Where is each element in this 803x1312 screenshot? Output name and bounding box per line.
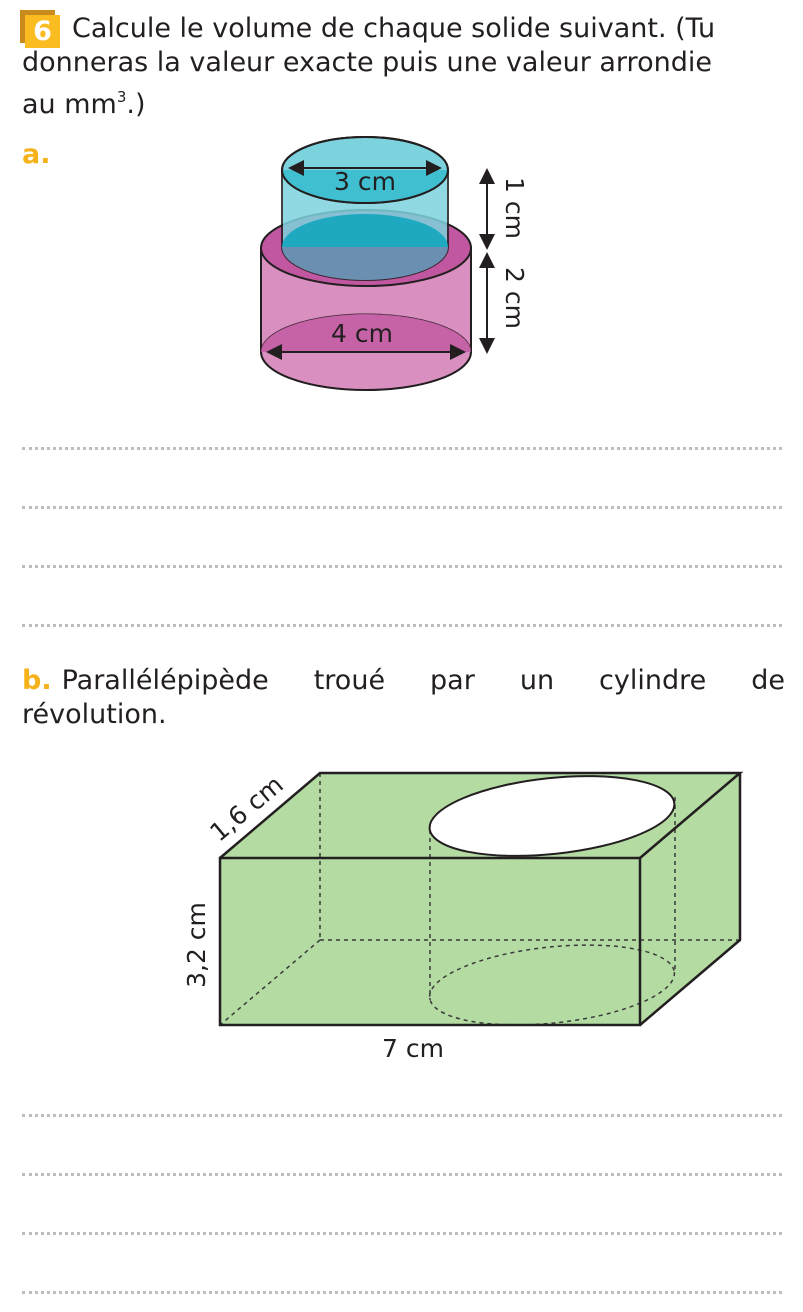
top-cylinder <box>281 136 449 281</box>
answer-line[interactable] <box>22 565 782 568</box>
instruction-line-2: donneras la valeur exacte puis une valeu… <box>22 47 712 78</box>
part-b-text: Parallélépipède troué par un cylindre de <box>61 665 785 696</box>
part-b-label: b. <box>22 665 52 696</box>
exercise-number-badge: 6 <box>20 10 60 48</box>
top-diameter-label: 3 cm <box>334 167 396 196</box>
instruction-text: au mm <box>22 89 117 120</box>
answer-line[interactable] <box>22 624 782 627</box>
answer-line[interactable] <box>22 1291 782 1294</box>
instruction-line-3: au mm3.) <box>22 80 785 122</box>
answer-line[interactable] <box>22 447 782 450</box>
part-a-label: a. <box>22 139 51 170</box>
instruction-line-1: Calcule le volume de chaque solide suiva… <box>72 13 716 44</box>
figure-b-box <box>218 771 744 1027</box>
length-label: 7 cm <box>382 1034 444 1063</box>
cylinder-hole <box>428 775 676 857</box>
instruction-text: .) <box>126 89 146 120</box>
exercise-number: 6 <box>25 15 60 48</box>
top-height-label: 1 cm <box>500 177 529 239</box>
superscript: 3 <box>116 88 127 106</box>
answer-line[interactable] <box>22 1114 782 1117</box>
answer-line[interactable] <box>22 506 782 509</box>
part-b-line-2: révolution. <box>22 699 167 730</box>
part-b-line-1: b. Parallélépipède troué par un cylindre… <box>22 664 785 698</box>
bottom-height-label: 2 cm <box>500 267 529 329</box>
answer-line[interactable] <box>22 1173 782 1176</box>
height-label: 3,2 cm <box>182 902 211 988</box>
answer-line[interactable] <box>22 1232 782 1235</box>
bottom-diameter-label: 4 cm <box>331 319 393 348</box>
